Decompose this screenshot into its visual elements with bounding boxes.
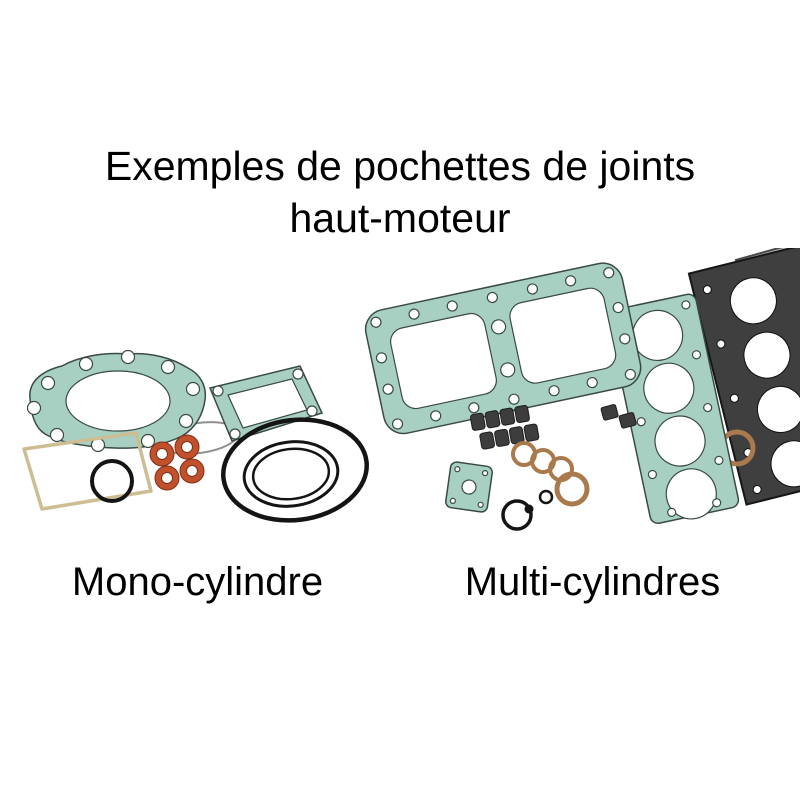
gasket-kits-illustration bbox=[22, 248, 800, 531]
cover-gasket-teal bbox=[208, 365, 324, 442]
head-gasket-dark bbox=[687, 248, 800, 506]
bronze-rings bbox=[511, 441, 590, 507]
base-gasket-teal bbox=[26, 349, 207, 453]
mono-cylinder-gasket-kit bbox=[22, 349, 369, 523]
valve-cover-gasket bbox=[364, 262, 642, 435]
small-o-ring bbox=[90, 459, 134, 503]
small-seals bbox=[600, 404, 637, 429]
small-o-rings bbox=[501, 489, 554, 531]
title-line-2: haut-moteur bbox=[289, 195, 511, 241]
large-o-rings bbox=[221, 417, 369, 523]
page-title: Exemples de pochettes de joints haut-mot… bbox=[0, 140, 800, 244]
multi-cylinder-gasket-kit bbox=[364, 248, 800, 531]
head-gasket-teal bbox=[607, 293, 740, 525]
copper-washers bbox=[149, 434, 205, 491]
valve-stem-seals bbox=[469, 404, 540, 450]
small-teal-gasket bbox=[445, 461, 493, 513]
paper-gasket-outline bbox=[22, 431, 153, 511]
caption-mono-cylindre: Mono-cylindre bbox=[71, 560, 324, 604]
title-line-1: Exemples de pochettes de joints bbox=[104, 143, 696, 189]
caption-multi-cylindres: Multi-cylindres bbox=[464, 560, 721, 604]
